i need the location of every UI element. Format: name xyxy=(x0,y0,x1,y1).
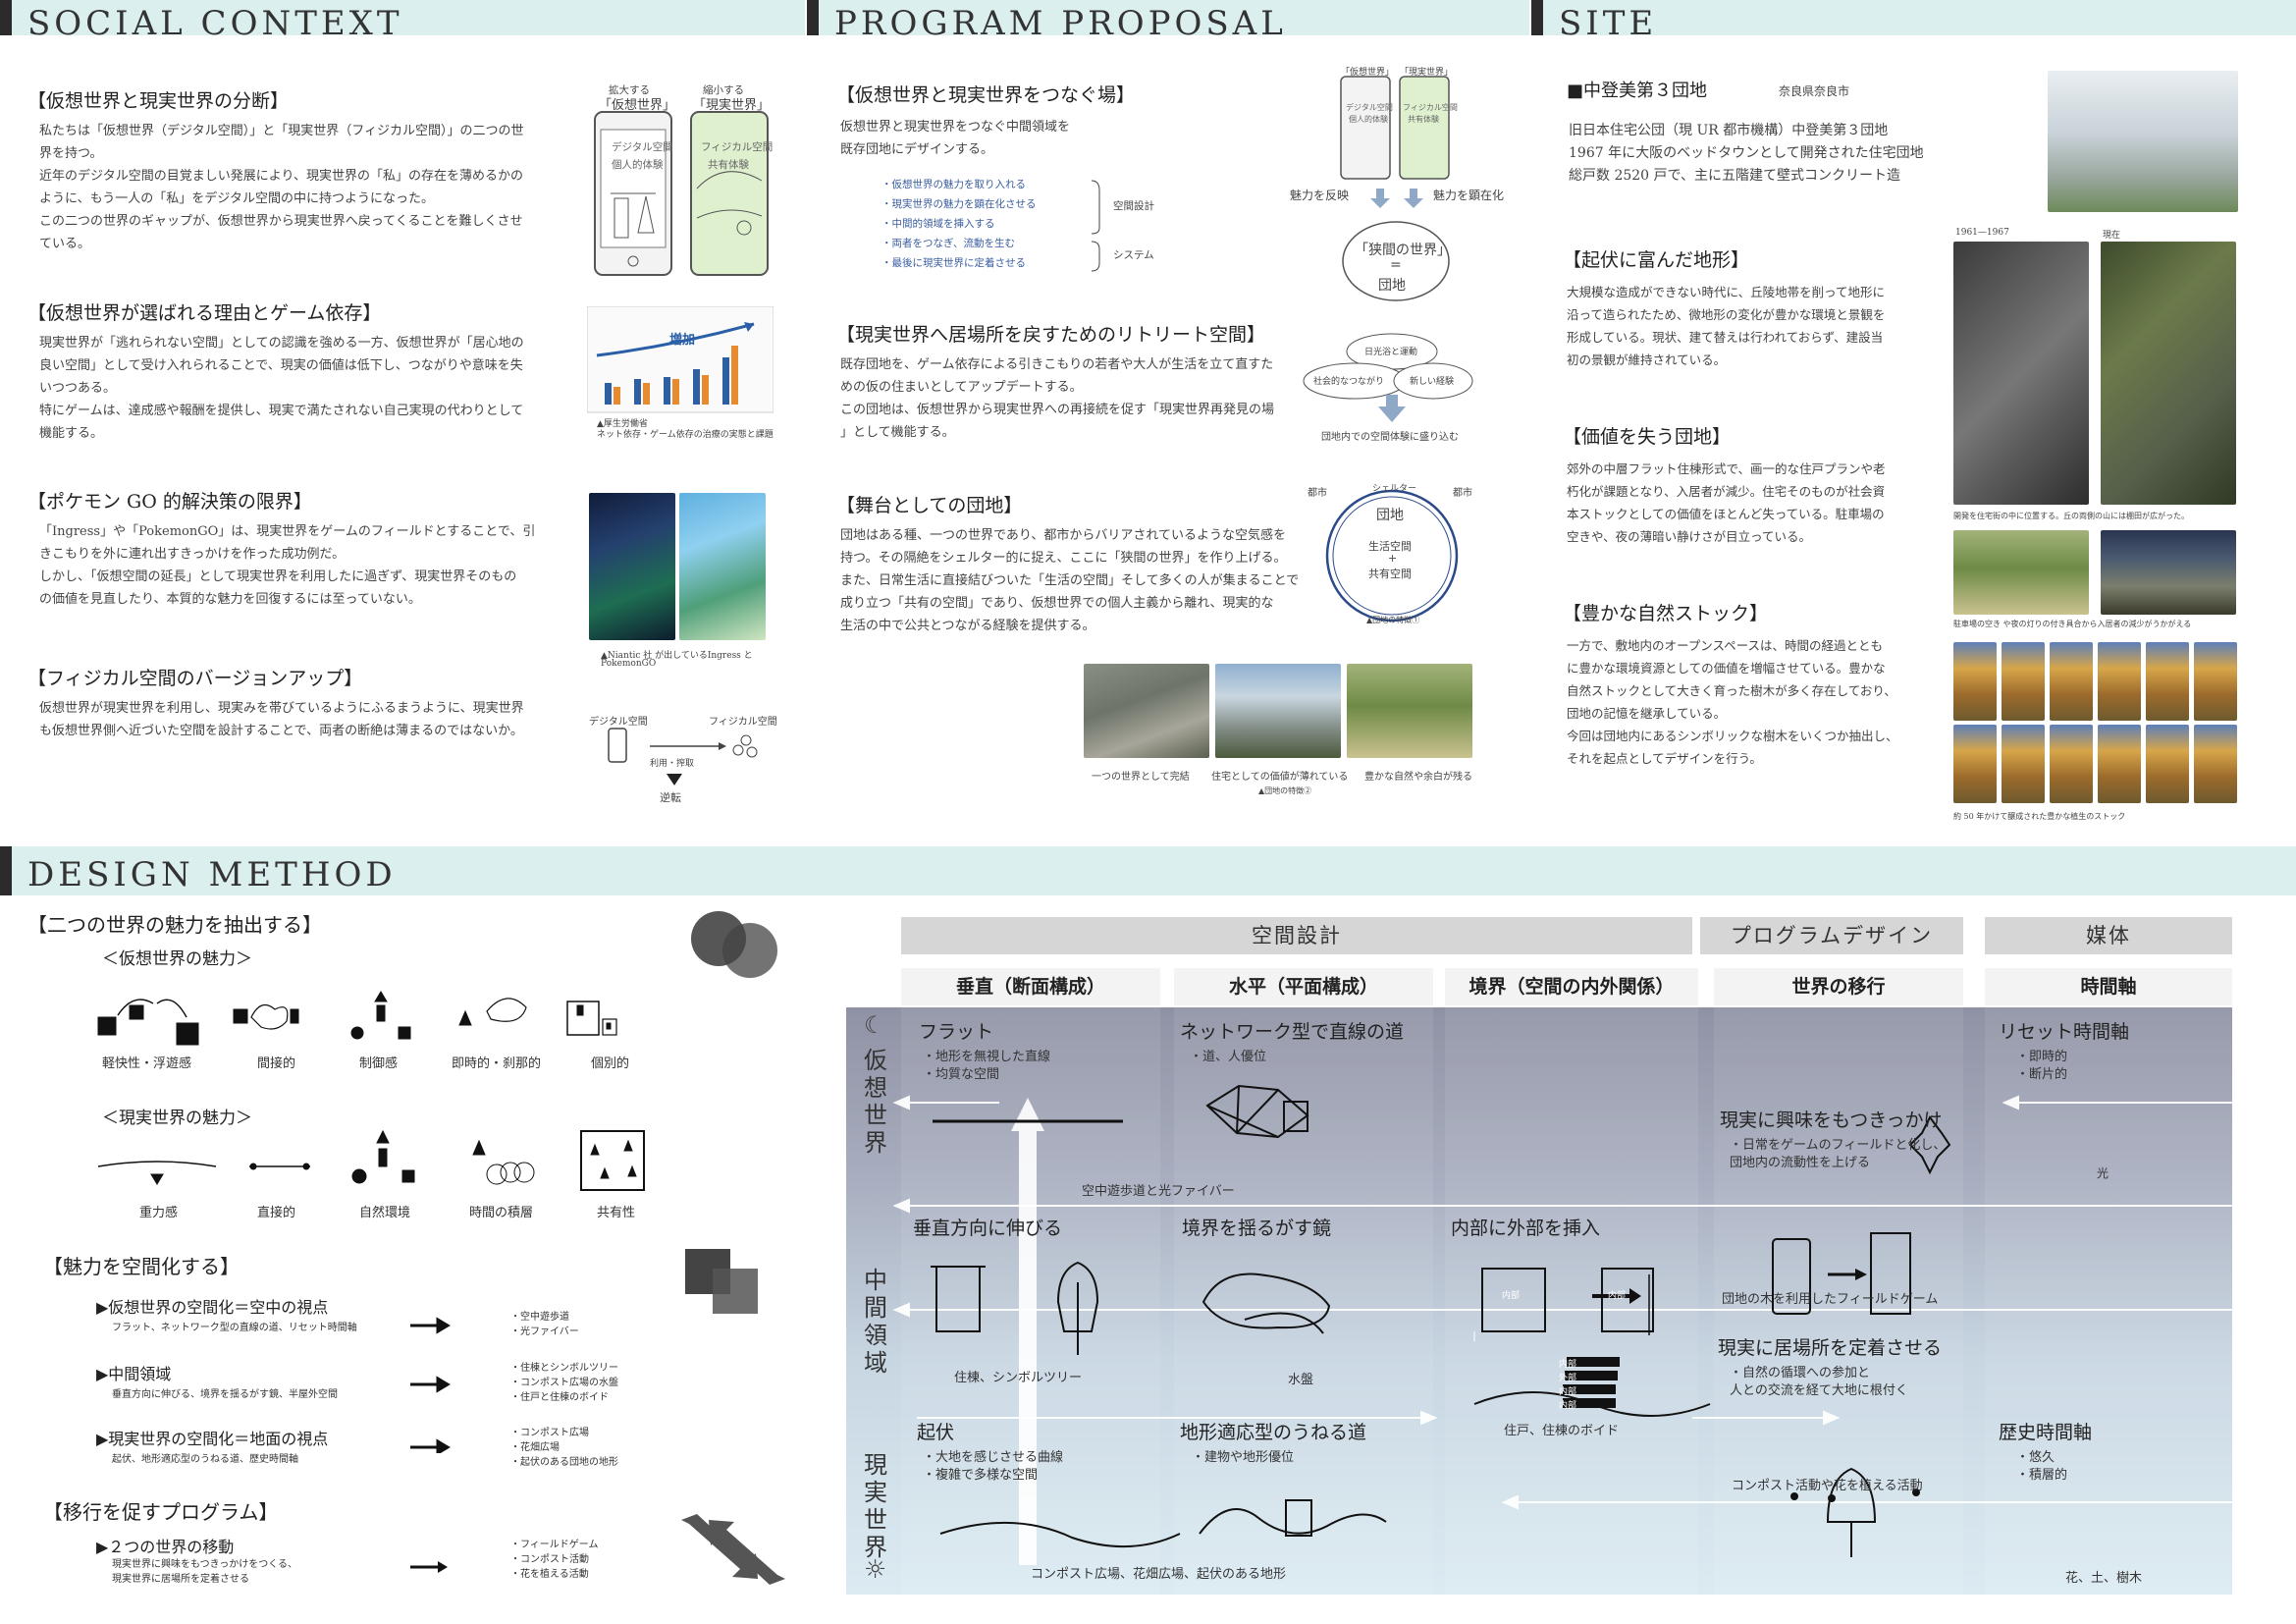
mapping-arrows xyxy=(410,1317,451,1453)
overlap-circles-icon xyxy=(691,911,777,978)
matrix-col-horizontal: 水平（平面構成） xyxy=(1174,968,1433,1005)
swap-arrows-icon xyxy=(681,1514,785,1585)
real-charm-title: ＜現実世界の魅力＞ xyxy=(102,1109,252,1128)
sun-icon: ☼ xyxy=(864,1555,887,1585)
social-s3-title: 【ポケモン GO 的解決策の限界】 xyxy=(27,491,312,513)
social-s2-text: 現実世界が「逃れられない空間」としての認識を強める一方、仮想世界が「居心地の良い… xyxy=(39,336,524,441)
program-p2-title: 【現実世界へ居場所を戻すためのリトリート空間】 xyxy=(836,324,1266,346)
program-arrow xyxy=(410,1561,448,1573)
pokemongo-screenshot xyxy=(679,493,766,640)
section-band-site: SITE xyxy=(1531,0,2296,43)
reversal-figure: デジタル空間 フィジカル空間 利用・搾取 逆転 xyxy=(589,717,777,804)
section-band-social: SOCIAL CONTEXT xyxy=(0,0,805,43)
tree-photo-grid xyxy=(1953,642,2238,807)
matrix-row-real: 現実世界 xyxy=(864,1451,887,1561)
site-photo-apartment xyxy=(2048,71,2238,212)
matrix-group-space: 空間設計 xyxy=(901,917,1692,954)
shelter-circle-figure: シェルター 都市 都市 団地 生活空間 + 共有空間 ▲団地の特徴① xyxy=(1308,484,1472,624)
danchi-photo-aerial xyxy=(1084,664,1209,758)
matrix-col-transition: 世界の移行 xyxy=(1714,968,1963,1005)
site-t3: 【豊かな自然ストック】 xyxy=(1563,603,1769,624)
social-s4-title: 【フィジカル空間のバージョンアップ】 xyxy=(27,668,363,689)
section-title-social: SOCIAL CONTEXT xyxy=(27,4,403,43)
social-s3-text: 「Ingress」や「PokemonGO」は、現実世界をゲームのフィールドとする… xyxy=(39,524,536,607)
design-m1: 【二つの世界の魅力を抽出する】 xyxy=(27,913,322,937)
matrix-row-middle: 中間領域 xyxy=(864,1267,887,1377)
matrix-group-program: プログラムデザイン xyxy=(1700,917,1963,954)
between-world-figure: 「仮想世界」 「現実世界」 デジタル空間 個人的体験 フィジカル空間 共有体験 … xyxy=(1286,65,1504,310)
matrix-col-boundary: 境界（空間の内外関係） xyxy=(1445,968,1698,1005)
danchi-photo-trees xyxy=(1347,664,1472,758)
program-p1-list: ・仮想世界の魅力を取り入れる・現実世界の魅力を顕在化させる・中間的領域を挿入する… xyxy=(881,179,1037,269)
design-m2: 【魅力を空間化する】 xyxy=(43,1255,240,1278)
program-p2-text: 既存団地を、ゲーム依存による引きこもりの若者や大人が生活を立て直すための仮の住ま… xyxy=(840,357,1275,440)
phone-compare-figure: 拡大する 「仮想世界」 縮小する 「現実世界」 デジタル空間 個人的体験 フィジ… xyxy=(587,82,774,279)
section-title-program: PROGRAM PROPOSAL xyxy=(834,4,1287,43)
site-t1-text: 大規模な造成ができない時代に、丘陵地帯を削って地形に沿って造られたため、微地形の… xyxy=(1567,285,1886,367)
matrix-col-timeaxis: 時間軸 xyxy=(1985,968,2232,1005)
program-p3-text: 団地はある種、一つの世界であり、都市からバリアされているような空気感を持つ。その… xyxy=(840,528,1300,633)
site-t1: 【起伏に富んだ地形】 xyxy=(1563,249,1750,271)
section-title-site: SITE xyxy=(1559,4,1658,43)
program-p3-title: 【舞台としての団地】 xyxy=(836,495,1023,516)
site-name: ■中登美第３団地 xyxy=(1567,81,1708,101)
site-photo-parking xyxy=(1953,530,2089,615)
program-p1-text: 仮想世界と現実世界をつなぐ中間領域を既存団地にデザインする。 xyxy=(840,120,1071,157)
overlap-squares-icon xyxy=(685,1249,758,1314)
moon-icon: ☾ xyxy=(864,1011,885,1039)
phone-icon xyxy=(594,111,769,276)
virtual-charm-icons xyxy=(97,991,617,1046)
site-map-current xyxy=(2101,242,2236,505)
section-title-design: DESIGN METHOD xyxy=(27,855,397,894)
matrix-row-virtual: 仮想世界 xyxy=(864,1047,887,1157)
dependency-bar-chart: 増加 ▲厚生労働省 ネット依存・ゲーム依存の治療の実態と課題 xyxy=(586,305,774,440)
design-m3: 【移行を促すプログラム】 xyxy=(43,1500,279,1524)
site-t3-text: 一方で、敷地内のオープンスペースは、時間の経過とともに豊かな環境資源としての価値… xyxy=(1567,638,1898,766)
social-s1-text: 私たちは「仮想世界（デジタル空間）」と「現実世界（フィジカル空間）」の二つの世界… xyxy=(39,124,524,251)
experience-venn: 日光浴と運動 社会的なつながり 新しい経験 団地内での空間体験に盛り込む xyxy=(1302,330,1478,448)
section-band-program: PROGRAM PROPOSAL xyxy=(807,0,1529,43)
virtual-charm-title: ＜仮想世界の魅力＞ xyxy=(102,949,252,969)
program-brace xyxy=(1091,180,1100,272)
site-location: 奈良県奈良市 xyxy=(1779,84,1850,98)
matrix-drawings xyxy=(892,1084,2232,1565)
site-t2-text: 郊外の中層フラット住棟形式で、画一的な住戸プランや老朽化が課題となり、入居者が減… xyxy=(1567,461,1886,544)
site-t2: 【価値を失う団地】 xyxy=(1563,426,1732,448)
site-map-1961 xyxy=(1953,242,2089,505)
ingress-screenshot xyxy=(589,493,675,640)
danchi-photo-building xyxy=(1215,664,1341,758)
social-s1-title: 【仮想世界と現実世界の分断】 xyxy=(27,90,290,112)
section-band-design: DESIGN METHOD xyxy=(0,846,2296,895)
program-p1-title: 【仮想世界と現実世界をつなぐ場】 xyxy=(836,84,1136,106)
matrix-col-vertical: 垂直（断面構成） xyxy=(901,968,1160,1005)
social-s4-text: 仮想世界が現実世界を利用し、現実みを帯びているようにふるまうように、現実世界も仮… xyxy=(39,701,524,738)
site-photo-night xyxy=(2101,530,2236,615)
real-charm-icons xyxy=(97,1129,645,1191)
matrix-group-media: 媒体 xyxy=(1985,917,2232,954)
social-s2-title: 【仮想世界が選ばれる理由とゲーム依存】 xyxy=(27,302,382,324)
